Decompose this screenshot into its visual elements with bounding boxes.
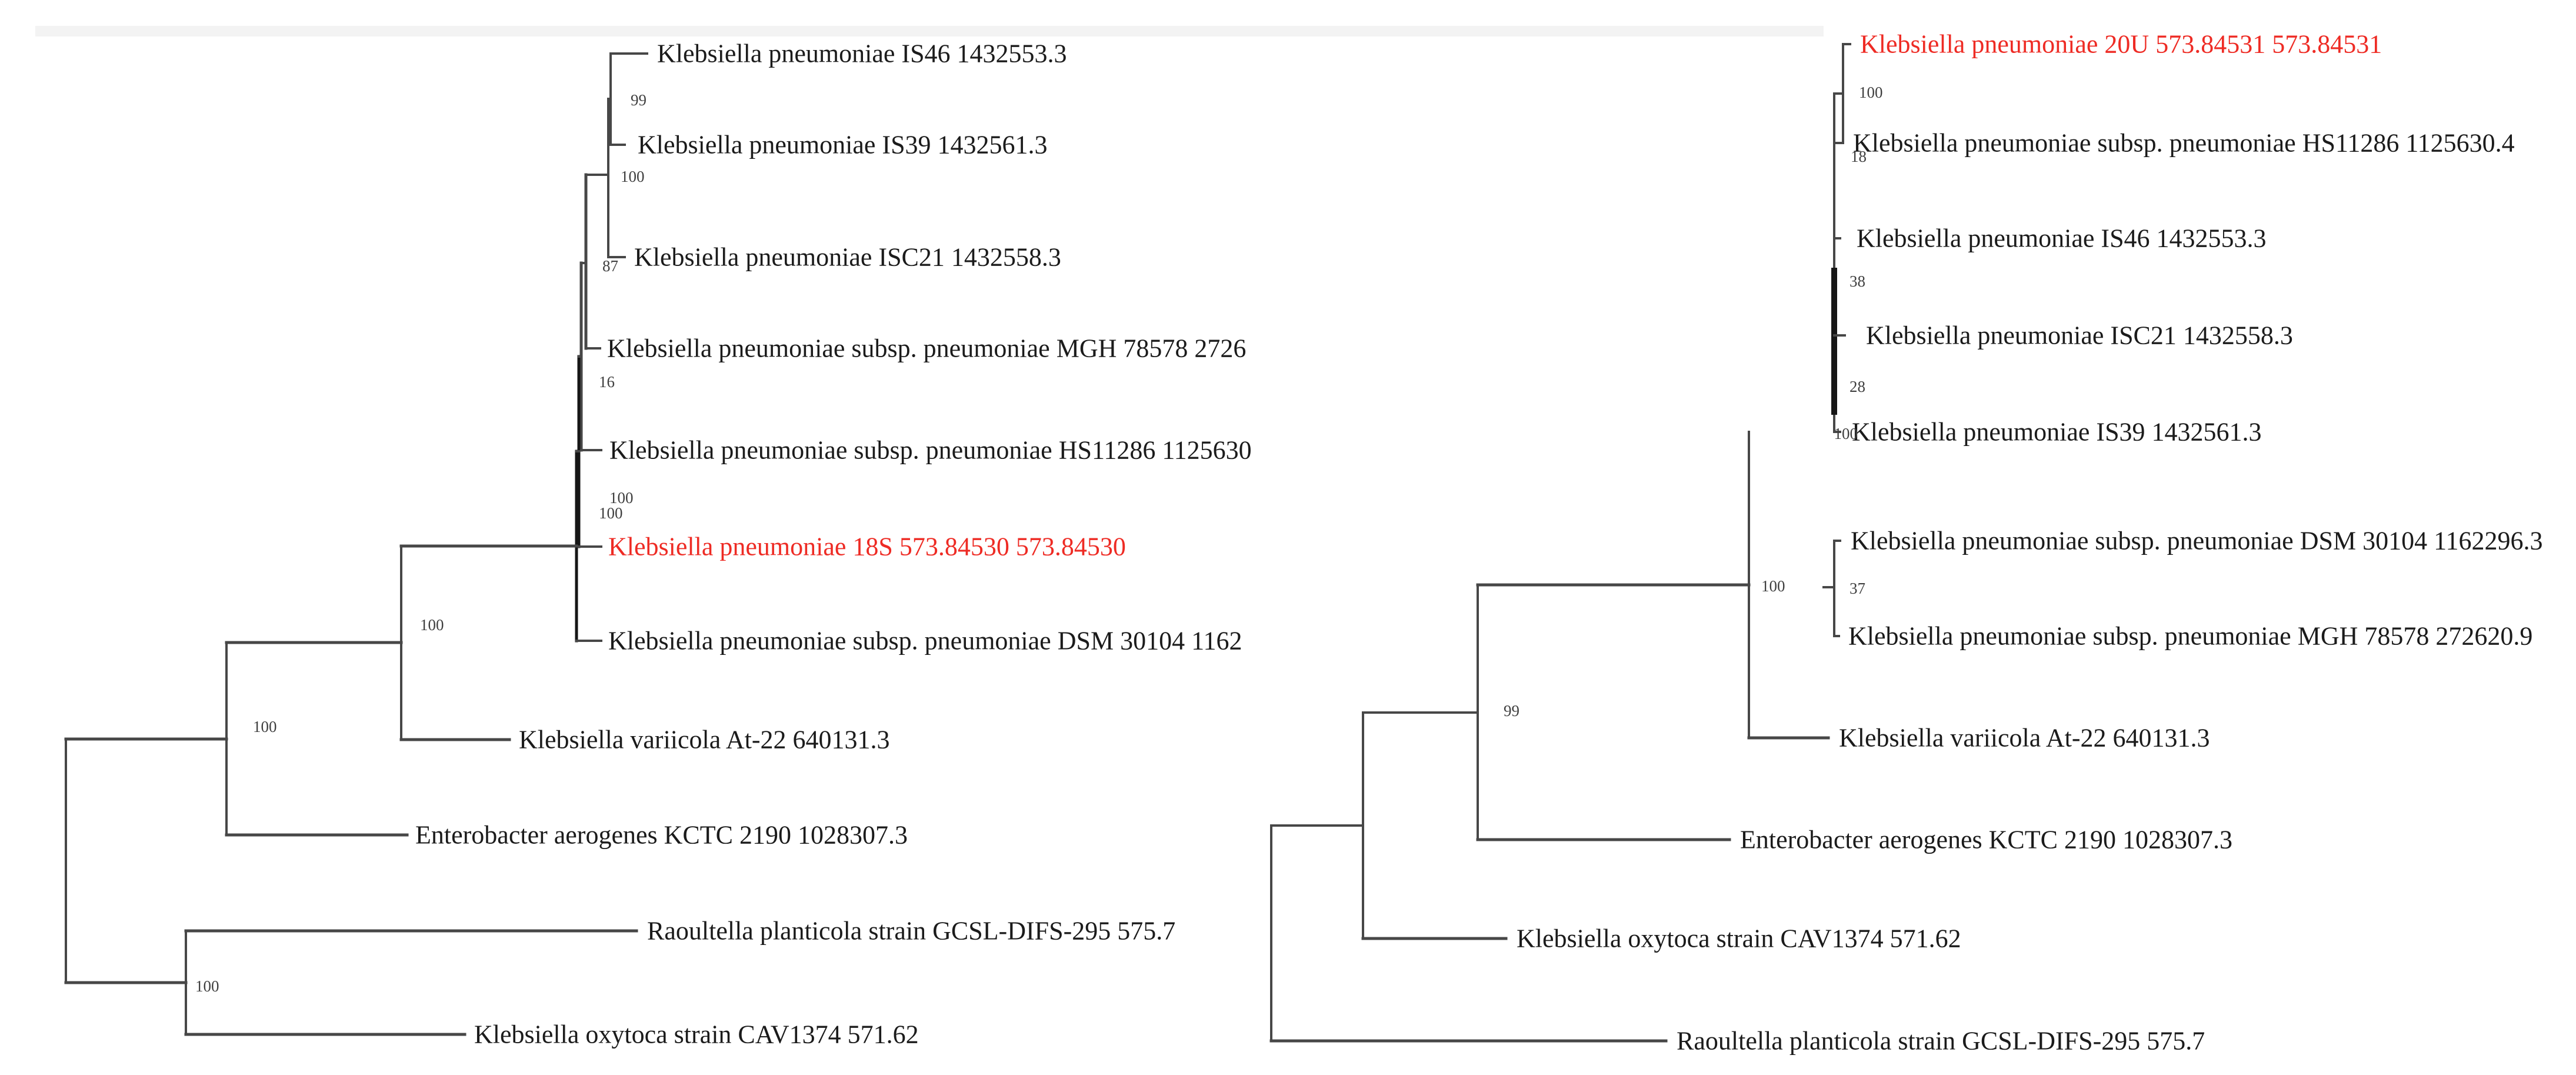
taxon-label-e-aerogenes: Enterobacter aerogenes KCTC 2190 1028307… (1740, 826, 2232, 854)
bootstrap-value: 100 (420, 616, 444, 634)
scan-artifact-band (35, 26, 1824, 36)
bootstrap-value: 100 (599, 504, 623, 522)
taxon-label-kp-is46: Klebsiella pneumoniae IS46 1432553.3 (657, 39, 1067, 68)
bootstrap-value: 38 (1849, 272, 1865, 290)
bootstrap-value: 100 (621, 168, 645, 185)
bootstrap-value: 99 (631, 91, 647, 109)
taxon-label-kp-hs11286: Klebsiella pneumoniae subsp. pneumoniae … (1853, 129, 2515, 158)
taxon-label-k-variicola: Klebsiella variicola At-22 640131.3 (1839, 724, 2210, 753)
taxon-label-k-variicola: Klebsiella variicola At-22 640131.3 (519, 725, 890, 754)
taxon-label-kp-is46: Klebsiella pneumoniae IS46 1432553.3 (1857, 224, 2267, 253)
bootstrap-value: 100 (1834, 425, 1858, 442)
bootstrap-value: 100 (253, 718, 277, 735)
taxon-label-k-oxytoca: Klebsiella oxytoca strain CAV1374 571.62 (1517, 924, 1961, 953)
bootstrap-value: 18 (1851, 148, 1867, 165)
taxon-label-kp-20u-highlighted: Klebsiella pneumoniae 20U 573.84531 573.… (1860, 30, 2382, 59)
bootstrap-value: 100 (1761, 577, 1785, 595)
bootstrap-value: 100 (609, 489, 634, 507)
taxon-label-e-aerogenes: Enterobacter aerogenes KCTC 2190 1028307… (415, 821, 908, 850)
bootstrap-value: 37 (1849, 580, 1865, 597)
bootstrap-value: 100 (195, 977, 219, 995)
taxon-label-kp-is39: Klebsiella pneumoniae IS39 1432561.3 (638, 131, 1048, 159)
right-tree: Klebsiella pneumoniae 20U 573.84531 573.… (1269, 30, 2542, 1056)
bootstrap-value: 99 (1504, 702, 1519, 720)
taxon-label-kp-hs11286: Klebsiella pneumoniae subsp. pneumoniae … (609, 436, 1252, 465)
taxon-label-k-oxytoca: Klebsiella oxytoca strain CAV1374 571.62 (474, 1020, 919, 1049)
bootstrap-value: 100 (1859, 84, 1883, 101)
taxon-label-kp-isc21: Klebsiella pneumoniae ISC21 1432558.3 (634, 243, 1061, 272)
taxon-label-r-planticola: Raoultella planticola strain GCSL-DIFS-2… (647, 917, 1175, 946)
bootstrap-value: 87 (602, 257, 618, 275)
taxon-label-kp-dsm30104: Klebsiella pneumoniae subsp. pneumoniae … (1851, 527, 2542, 555)
taxon-label-kp-isc21: Klebsiella pneumoniae ISC21 1432558.3 (1866, 321, 2293, 350)
taxon-label-kp-18s-highlighted: Klebsiella pneumoniae 18S 573.84530 573.… (608, 532, 1126, 561)
taxon-label-kp-is39: Klebsiella pneumoniae IS39 1432561.3 (1852, 418, 2262, 447)
left-tree: Klebsiella pneumoniae IS46 1432553.3Kleb… (64, 39, 1252, 1049)
taxon-label-kp-mgh78578: Klebsiella pneumoniae subsp. pneumoniae … (607, 334, 1246, 363)
bootstrap-value: 16 (599, 373, 615, 391)
bootstrap-value: 28 (1849, 378, 1865, 395)
taxon-label-kp-dsm30104: Klebsiella pneumoniae subsp. pneumoniae … (608, 627, 1242, 655)
taxon-label-r-planticola: Raoultella planticola strain GCSL-DIFS-2… (1677, 1027, 2205, 1056)
taxon-label-kp-mgh78578: Klebsiella pneumoniae subsp. pneumoniae … (1848, 622, 2532, 651)
